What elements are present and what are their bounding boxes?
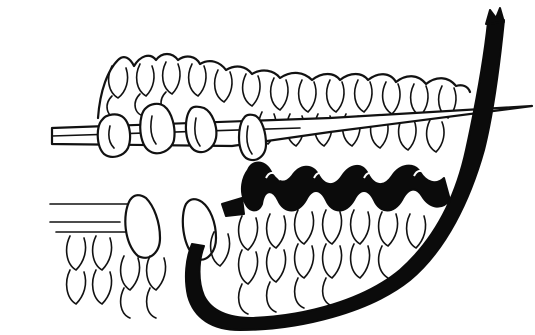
black-yarn [186,8,504,330]
